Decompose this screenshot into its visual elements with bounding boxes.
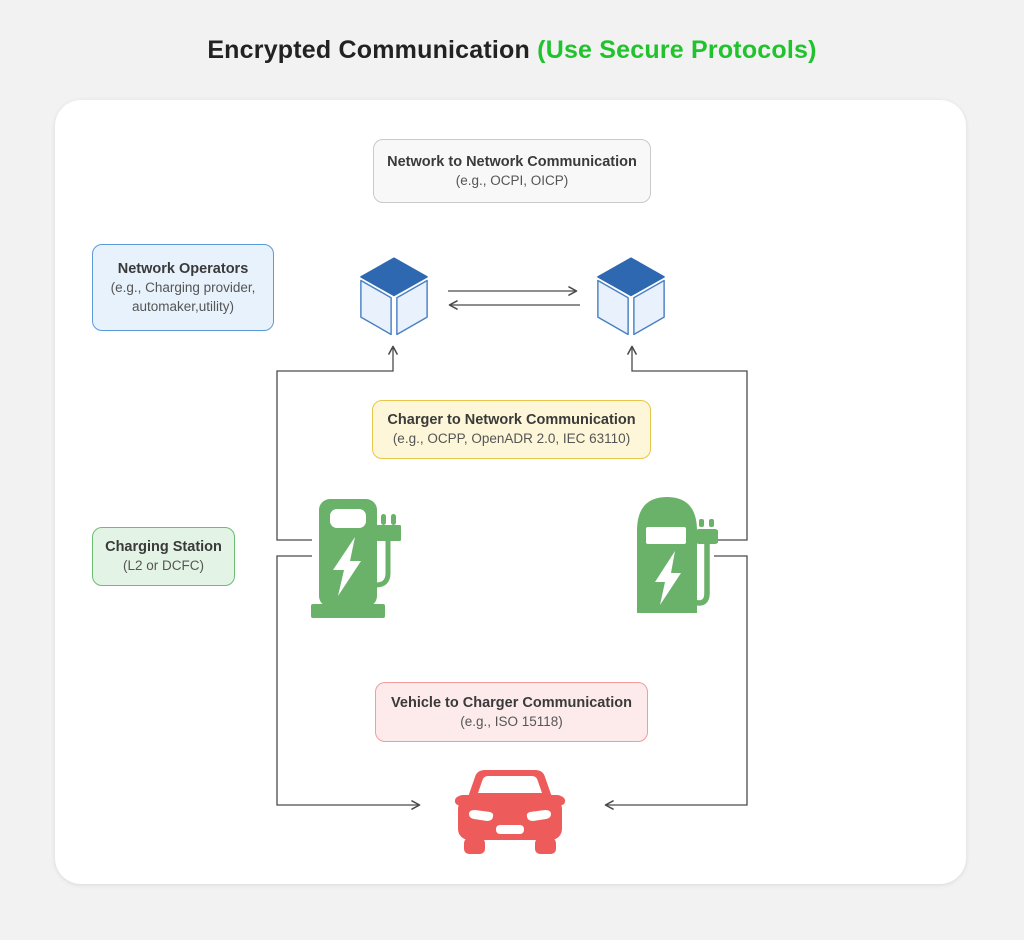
network-operators-title: Network Operators [117, 260, 249, 277]
network-cube-icon [358, 256, 430, 338]
vehicle-to-charger-box: Vehicle to Charger Communication (e.g., … [375, 682, 648, 742]
ev-charger-icon [633, 495, 718, 615]
network-operators-subtitle: (e.g., Charging provider, automaker,util… [110, 279, 256, 314]
charging-station-box: Charging Station (L2 or DCFC) [92, 527, 235, 586]
charger-to-network-title: Charger to Network Communication [387, 412, 636, 429]
charging-station-title: Charging Station [105, 539, 222, 556]
network-cube-icon [595, 256, 667, 338]
network-to-network-box: Network to Network Communication (e.g., … [373, 139, 651, 203]
vehicle-to-charger-subtitle: (e.g., ISO 15118) [460, 713, 563, 729]
network-to-network-subtitle: (e.g., OCPI, OICP) [455, 172, 569, 188]
car-icon [452, 768, 568, 854]
page-title-accent: (Use Secure Protocols) [537, 36, 817, 64]
page-title: Encrypted Communication (Use Secure Prot… [0, 36, 1024, 65]
network-operators-box: Network Operators (e.g., Charging provid… [92, 244, 274, 331]
network-to-network-title: Network to Network Communication [387, 153, 637, 170]
page-title-main: Encrypted Communication [207, 36, 531, 64]
charger-to-network-box: Charger to Network Communication (e.g., … [372, 400, 651, 459]
charger-to-network-subtitle: (e.g., OCPP, OpenADR 2.0, IEC 63110) [392, 431, 631, 447]
vehicle-to-charger-title: Vehicle to Charger Communication [391, 694, 632, 711]
charging-station-subtitle: (L2 or DCFC) [122, 558, 204, 574]
ev-charger-icon [305, 493, 401, 618]
diagram-card [55, 100, 966, 884]
